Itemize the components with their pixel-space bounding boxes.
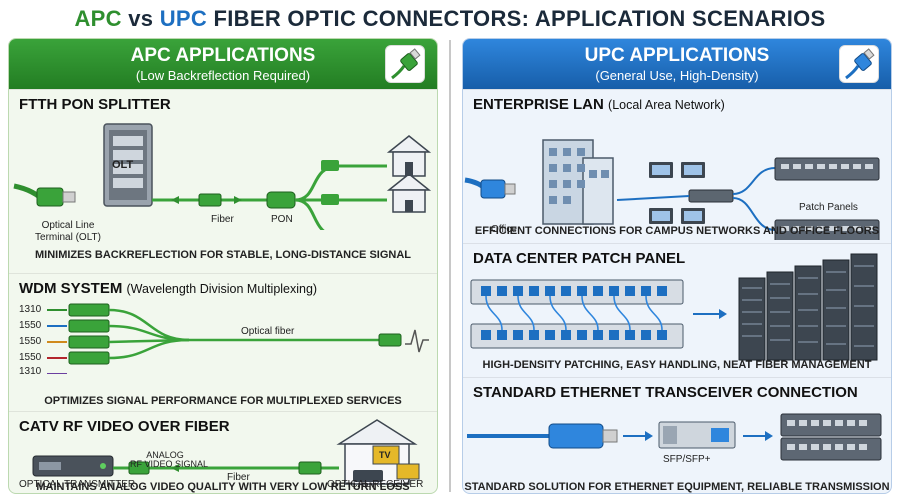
wdm-title-sub: (Wavelength Division Multiplexing) — [126, 282, 318, 296]
apc-panel: APC APPLICATIONS (Low Backreflection Req… — [8, 38, 438, 494]
sfp-label: SFP/SFP+ — [663, 454, 711, 465]
rf-signal-label: RF VIDEO SIGNAL — [129, 459, 209, 469]
enterprise-lan-title-main: ENTERPRISE LAN — [473, 96, 604, 113]
title-apc: APC — [74, 6, 122, 31]
data-center-title: DATA CENTER PATCH PANEL — [473, 250, 686, 267]
wdm-illustration — [47, 303, 429, 374]
catv-fiber-label: Fiber — [227, 472, 250, 483]
optical-transmitter-label: OPTICAL TRANSMITTER — [19, 479, 136, 490]
office-label: Office — [491, 224, 517, 235]
ftth-pon-illustration — [13, 123, 432, 230]
enterprise-lan-section: ENTERPRISE LAN (Local Area Network) — [463, 89, 891, 240]
wdm-footer: OPTIMIZES SIGNAL PERFORMANCE FOR MULTIPL… — [44, 395, 402, 407]
green-apc-connector-icon — [385, 45, 425, 83]
data-center-footer: HIGH-DENSITY PATCHING, EASY HANDLING, NE… — [482, 359, 872, 371]
fiber-label: Fiber — [211, 214, 234, 225]
wdm-section: WDM SYSTEM (Wavelength Division Multiple… — [9, 273, 437, 377]
ftth-pon-footer: MINIMIZES BACKREFLECTION FOR STABLE, LON… — [34, 249, 412, 261]
olt-caption-line1: Optical Line — [41, 220, 95, 231]
panel-divider — [449, 40, 451, 492]
apc-header-subtitle: (Low Backreflection Required) — [135, 68, 311, 83]
blue-upc-connector-icon — [839, 45, 879, 83]
ethernet-transceiver-footer: STANDARD SOLUTION FOR ETHERNET EQUIPMENT… — [464, 481, 890, 493]
title-upc: UPC — [159, 6, 208, 31]
catv-section: CATV RF VIDEO OVER FIBER ANALOG Fiber TV — [9, 411, 437, 493]
apc-header-title: APC APPLICATIONS — [130, 45, 316, 66]
title-rest: FIBER OPTIC CONNECTORS: APPLICATION SCEN… — [213, 6, 826, 31]
ethernet-transceiver-section: STANDARD ETHERNET TRANSCEIVER CONNECTION… — [463, 377, 891, 493]
upc-panel: UPC APPLICATIONS (General Use, High-Dens… — [462, 38, 892, 494]
catv-illustration — [32, 419, 420, 485]
tv-label: TV — [379, 450, 391, 460]
olt-caption-line2: Terminal (OLT) — [35, 232, 101, 243]
ftth-pon-section: FTTH PON SPLITTER — [9, 89, 437, 231]
upc-header-title: UPC APPLICATIONS — [584, 45, 770, 66]
enterprise-lan-footer: EFFICIENT CONNECTIONS FOR CAMPUS NETWORK… — [474, 225, 880, 237]
analog-label: ANALOG — [146, 450, 184, 460]
wavelength-5: 1310 — [19, 366, 42, 377]
wavelength-1: 1310 — [19, 304, 42, 315]
catv-footer: MAINTAINS ANALOG VIDEO QUALITY WITH VERY… — [36, 481, 410, 493]
olt-label: OLT — [112, 159, 134, 171]
upc-header-subtitle: (General Use, High-Density) — [595, 68, 759, 83]
ethernet-transceiver-title: STANDARD ETHERNET TRANSCEIVER CONNECTION — [473, 384, 858, 401]
wavelength-2: 1550 — [19, 320, 42, 331]
wdm-title: WDM SYSTEM (Wavelength Division Multiple… — [19, 280, 317, 297]
apc-header: APC APPLICATIONS (Low Backreflection Req… — [9, 39, 437, 89]
data-center-illustration — [470, 253, 878, 361]
enterprise-lan-illustration — [464, 139, 880, 240]
enterprise-lan-title-sub: (Local Area Network) — [608, 98, 725, 112]
data-center-section: DATA CENTER PATCH PANEL — [463, 243, 891, 373]
ethernet-transceiver-illustration — [467, 413, 882, 461]
optical-fiber-label: Optical fiber — [241, 326, 295, 337]
wavelength-4: 1550 — [19, 352, 42, 363]
title-vs: vs — [128, 6, 154, 31]
patch-panels-label: Patch Panels — [799, 202, 858, 213]
catv-title: CATV RF VIDEO OVER FIBER — [19, 418, 230, 435]
wavelength-3: 1550 — [19, 336, 42, 347]
enterprise-lan-title: ENTERPRISE LAN (Local Area Network) — [473, 96, 725, 113]
page-title: APC vs UPC FIBER OPTIC CONNECTORS: APPLI… — [0, 6, 900, 32]
upc-header: UPC APPLICATIONS (General Use, High-Dens… — [463, 39, 891, 89]
pon-label: PON — [271, 214, 293, 225]
ftth-pon-title: FTTH PON SPLITTER — [19, 96, 171, 113]
wdm-title-main: WDM SYSTEM — [19, 280, 123, 297]
optical-receiver-label: OPTICAL RECEIVER — [327, 479, 424, 490]
